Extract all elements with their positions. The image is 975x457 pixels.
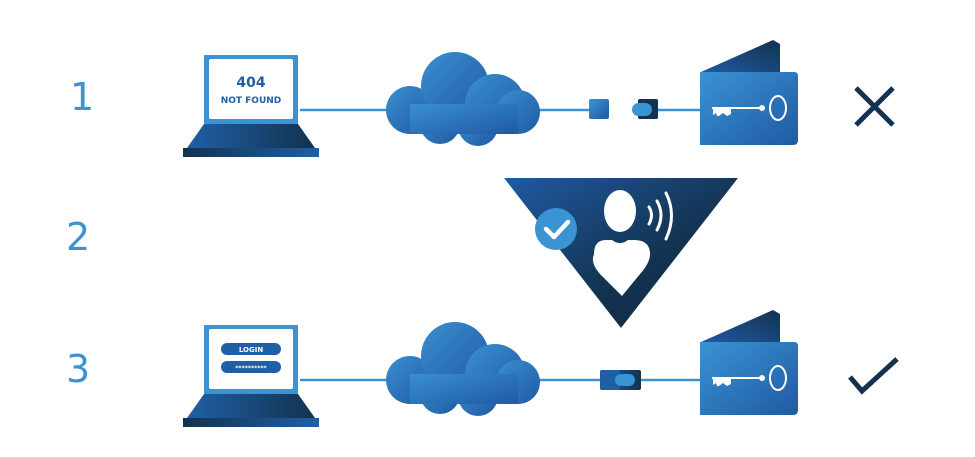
error-message-text: NOT FOUND bbox=[221, 96, 282, 106]
key-icon bbox=[712, 95, 787, 121]
connected-plug-icon bbox=[600, 370, 641, 390]
password-mask: ********** bbox=[235, 365, 267, 372]
person-head-icon bbox=[604, 190, 636, 232]
step-number-2: 2 bbox=[66, 215, 91, 259]
plug-socket-icon bbox=[589, 99, 609, 119]
laptop-icon bbox=[183, 55, 319, 157]
row-1: 404 NOT FOUND bbox=[183, 40, 895, 157]
key-icon bbox=[712, 365, 787, 391]
person-body-icon bbox=[592, 240, 650, 296]
password-field: ********** bbox=[221, 361, 281, 373]
cross-icon bbox=[854, 86, 895, 127]
step-number-1: 1 bbox=[70, 75, 95, 119]
key-wallet-icon bbox=[700, 40, 798, 145]
voice-verification-badge bbox=[504, 178, 738, 328]
step-number-3: 3 bbox=[66, 347, 91, 391]
row-3: LOGIN ********** bbox=[183, 310, 899, 427]
cloud-icon bbox=[386, 52, 540, 146]
key-wallet-icon bbox=[700, 310, 798, 415]
laptop-icon bbox=[183, 325, 319, 427]
check-icon bbox=[848, 357, 899, 395]
login-label: LOGIN bbox=[239, 346, 264, 354]
plug-connector-icon bbox=[632, 99, 658, 119]
row-2 bbox=[504, 178, 738, 328]
cloud-icon bbox=[386, 322, 540, 416]
login-button: LOGIN bbox=[221, 343, 281, 355]
error-code-text: 404 bbox=[236, 75, 265, 91]
sound-waves-icon bbox=[647, 191, 673, 241]
verified-check-icon bbox=[535, 208, 577, 250]
